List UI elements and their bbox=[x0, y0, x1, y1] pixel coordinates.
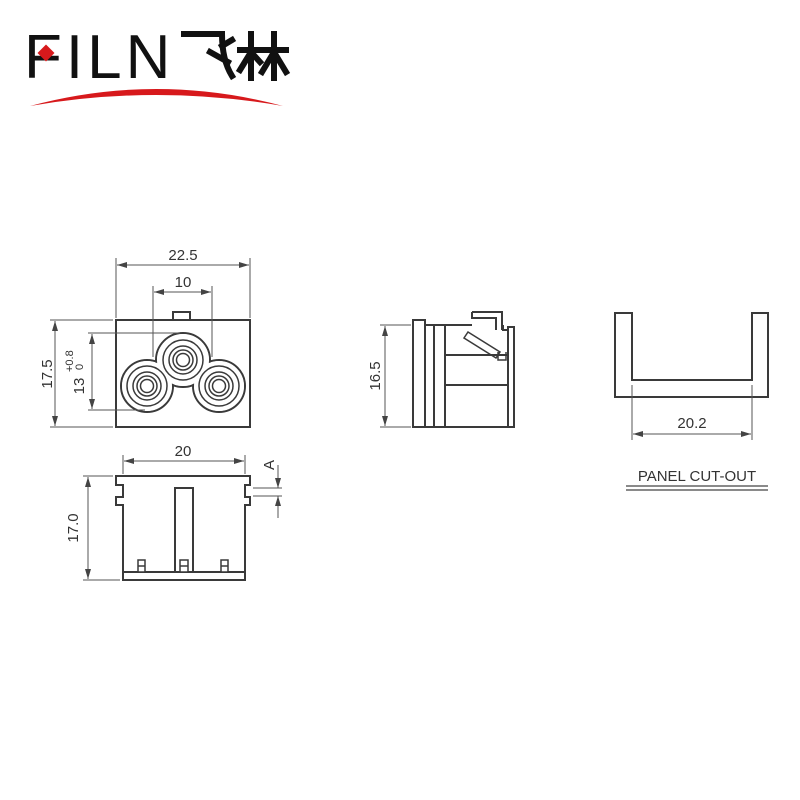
cutout-label: PANEL CUT-OUT bbox=[638, 468, 756, 485]
notch-dim-a: A bbox=[261, 460, 278, 470]
logo-swoosh bbox=[30, 89, 283, 106]
front-height-dim: 17.5 bbox=[39, 359, 56, 388]
front-pin-spacing-dim: 10 bbox=[175, 274, 192, 291]
side-height-dim: 16.5 bbox=[367, 361, 384, 390]
bottom-plate bbox=[122, 571, 246, 581]
logo-diamond-icon bbox=[37, 44, 55, 62]
bottom-body-outline bbox=[115, 475, 251, 573]
front-tab bbox=[172, 311, 191, 321]
panel-cutout: 20.2 PANEL CUT-OUT bbox=[614, 312, 769, 491]
side-view: 16.5 bbox=[367, 311, 515, 428]
bottom-width-dim: 20 bbox=[175, 443, 192, 460]
front-width-dim: 22.5 bbox=[168, 247, 197, 264]
side-hook bbox=[471, 311, 503, 330]
trefoil-socket bbox=[120, 332, 246, 413]
logo-chinese-glyphs bbox=[181, 31, 291, 81]
cutout-width-dim: 20.2 bbox=[677, 415, 706, 432]
filn-logo: FILN bbox=[24, 23, 291, 106]
cutout-outline bbox=[614, 312, 769, 398]
front-opening-dim: 13 bbox=[71, 378, 88, 395]
bottom-depth-dim: 17.0 bbox=[65, 513, 82, 542]
terminal-pins bbox=[137, 559, 229, 573]
front-opening-tol-upper: +0.8 bbox=[64, 350, 76, 372]
front-view: 22.5 10 17.5 13 +0.8 0 bbox=[39, 247, 251, 428]
front-opening-tol-lower: 0 bbox=[74, 364, 86, 370]
bottom-view: 20 17.0 A bbox=[65, 443, 282, 581]
